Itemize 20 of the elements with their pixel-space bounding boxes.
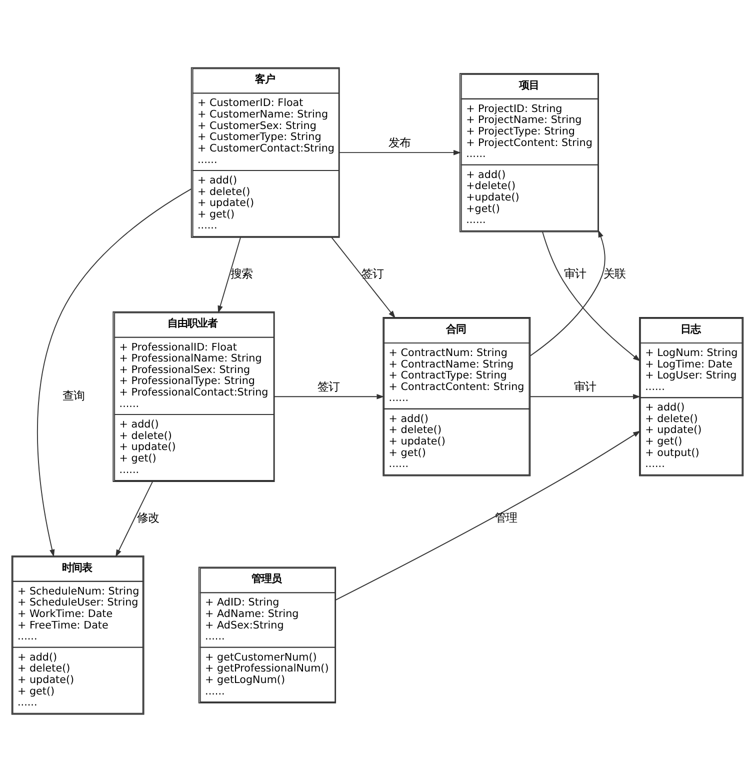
arrow — [218, 236, 241, 313]
arrow — [339, 149, 462, 155]
arrow — [335, 430, 641, 600]
arrow — [530, 229, 606, 356]
arrow — [331, 236, 396, 318]
edge-label: 搜索 — [230, 267, 252, 280]
edge-label: 查询 — [62, 389, 85, 402]
arrow — [530, 394, 641, 399]
edge-label: 签订 — [361, 267, 384, 280]
arrow — [36, 188, 192, 557]
edge-label: 签订 — [318, 380, 340, 394]
edge-label: 管理 — [495, 511, 518, 524]
edge-label: 审计 — [574, 380, 596, 394]
arrow — [542, 230, 640, 361]
edge-label: 审计 — [564, 267, 586, 280]
edge-label: 修改 — [137, 511, 160, 524]
edge-label: 发布 — [388, 136, 411, 150]
edge-label: 关联 — [604, 267, 626, 280]
arrow — [274, 394, 384, 399]
arrow — [116, 480, 154, 557]
